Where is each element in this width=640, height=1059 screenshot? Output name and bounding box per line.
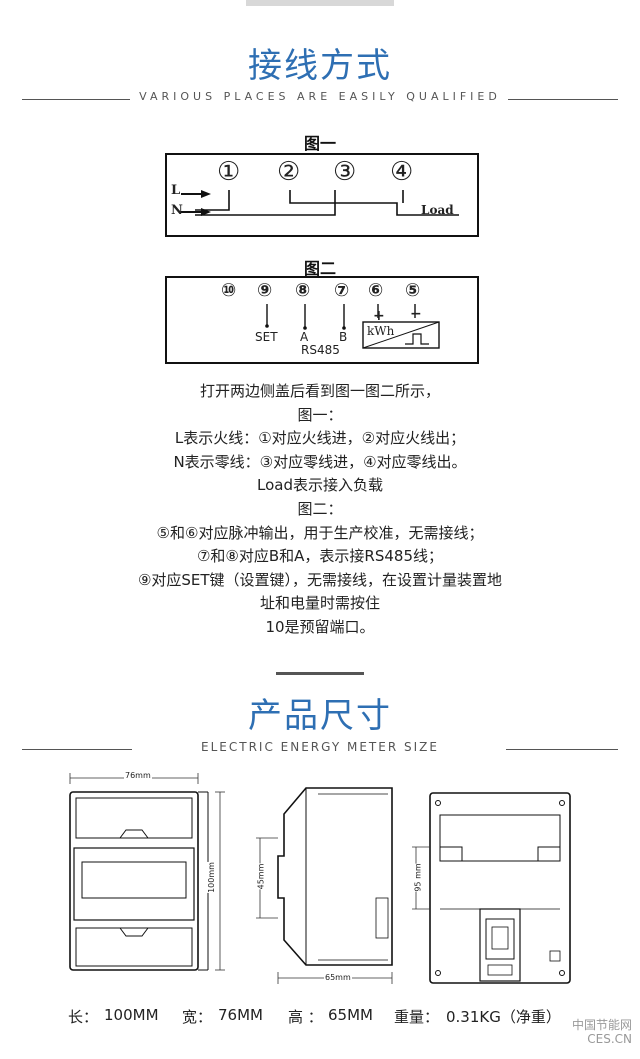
- section-decor-bar: [276, 672, 364, 675]
- size-title: 产品尺寸: [248, 696, 392, 736]
- fig2-a-label: A: [300, 330, 309, 344]
- watermark-line1: 中国节能网: [571, 1018, 632, 1032]
- wiring-title: 接线方式: [248, 46, 392, 86]
- size-subtitle-row: ELECTRIC ENERGY METER SIZE: [0, 740, 640, 760]
- fig2-plus-sign: +: [373, 308, 385, 324]
- side-inner-label: 45mm: [256, 863, 266, 890]
- desc-line: ⑤和⑥对应脉冲输出，用于生产校准，无需接线；: [156, 523, 484, 542]
- desc-line: 址和电量时需按住: [259, 594, 380, 613]
- fig1-terminal-2: ②: [277, 157, 301, 187]
- desc-line: 10是预留端口。: [265, 617, 375, 636]
- divider-left: [22, 749, 132, 750]
- side-view: 45mm 65mm: [248, 780, 408, 990]
- desc-line: ⑨对应SET键（设置键），无需接线，在设置计量装置地: [137, 570, 503, 589]
- fig1-load-label: Load: [421, 203, 454, 217]
- fig2-b-label: B: [339, 330, 348, 344]
- fig2-terminal-9: ⑨: [257, 280, 273, 301]
- wiring-description: 打开两边侧盖后看到图一图二所示， 图一： L表示火线：①对应火线进，②对应火线出…: [0, 380, 640, 640]
- back-view: 95 mm: [400, 785, 580, 990]
- fig2-wiring-svg: [265, 304, 440, 349]
- watermark-line2: CES.CN: [587, 1032, 632, 1046]
- desc-line: N表示零线：③对应零线进，④对应零线出。: [173, 452, 467, 471]
- fig2-rs485-label: RS485: [301, 343, 340, 357]
- desc-line: 打开两边侧盖后看到图一图二所示，: [199, 382, 440, 400]
- fig2-terminal-6: ⑥: [368, 280, 384, 301]
- back-view-svg: [412, 792, 571, 984]
- fig1-wiring-svg: [181, 190, 459, 216]
- spec-weight-label: 重量：: [394, 1008, 440, 1026]
- fig1-terminal-4: ④: [390, 157, 414, 187]
- wiring-subtitle: VARIOUS PLACES ARE EASILY QUALIFIED: [139, 90, 501, 103]
- fig2-diagram: ⑩ ⑨ ⑧ ⑦ ⑥ ⑤ SET A B RS485 + − kWh: [165, 276, 479, 364]
- spec-length-label: 长：: [68, 1008, 99, 1026]
- desc-line: L表示火线：①对应火线进，②对应火线出；: [174, 429, 466, 448]
- front-width-label: 76mm: [124, 771, 152, 780]
- side-view-svg: [256, 787, 393, 984]
- wiring-subtitle-row: VARIOUS PLACES ARE EASILY QUALIFIED: [0, 90, 640, 110]
- fig2-terminal-10: ⑩: [221, 280, 237, 301]
- fig2-terminal-8: ⑧: [295, 280, 311, 301]
- fig2-kwh-label: kWh: [367, 324, 395, 338]
- top-decor-bar: [246, 0, 394, 6]
- desc-line: ⑦和⑧对应B和A，表示接RS485线；: [196, 547, 444, 566]
- front-height-label: 100mm: [206, 862, 216, 893]
- side-depth-label: 65mm: [324, 973, 352, 982]
- spec-length-value: 100MM: [104, 1006, 159, 1024]
- spec-height-value: 65MM: [328, 1006, 373, 1024]
- fig1-terminal-1: ①: [217, 157, 241, 187]
- fig2-set-label: SET: [255, 330, 278, 344]
- desc-line: Load表示接入负载: [257, 476, 383, 495]
- front-view-svg: [69, 773, 225, 971]
- fig2-minus-sign: −: [410, 306, 422, 322]
- spec-height-label: 高 ：: [288, 1008, 323, 1026]
- fig2-terminal-5: ⑤: [405, 280, 421, 301]
- watermark: 中国节能网 CES.CN: [572, 1018, 632, 1046]
- fig2-terminal-7: ⑦: [334, 280, 350, 301]
- divider-right: [506, 749, 618, 750]
- front-view: 76mm 100mm: [60, 770, 230, 985]
- desc-line: 图一：: [297, 405, 343, 424]
- back-height-label: 95 mm: [413, 863, 423, 892]
- fig1-label: 图一: [303, 134, 336, 153]
- spec-width-label: 宽：: [182, 1008, 213, 1026]
- divider-left: [22, 99, 130, 100]
- spec-weight-value: 0.31KG（净重）: [446, 1008, 561, 1026]
- desc-line: 图二：: [297, 499, 343, 518]
- fig1-diagram: ① ② ③ ④ L N Load: [165, 153, 479, 237]
- fig1-l-label: L: [171, 183, 181, 198]
- size-subtitle: ELECTRIC ENERGY METER SIZE: [201, 740, 439, 754]
- spec-width-value: 76MM: [218, 1006, 263, 1024]
- fig1-n-label: N: [171, 203, 183, 218]
- divider-right: [508, 99, 618, 100]
- fig1-terminal-3: ③: [333, 157, 357, 187]
- fig2-label: 图二: [303, 259, 336, 278]
